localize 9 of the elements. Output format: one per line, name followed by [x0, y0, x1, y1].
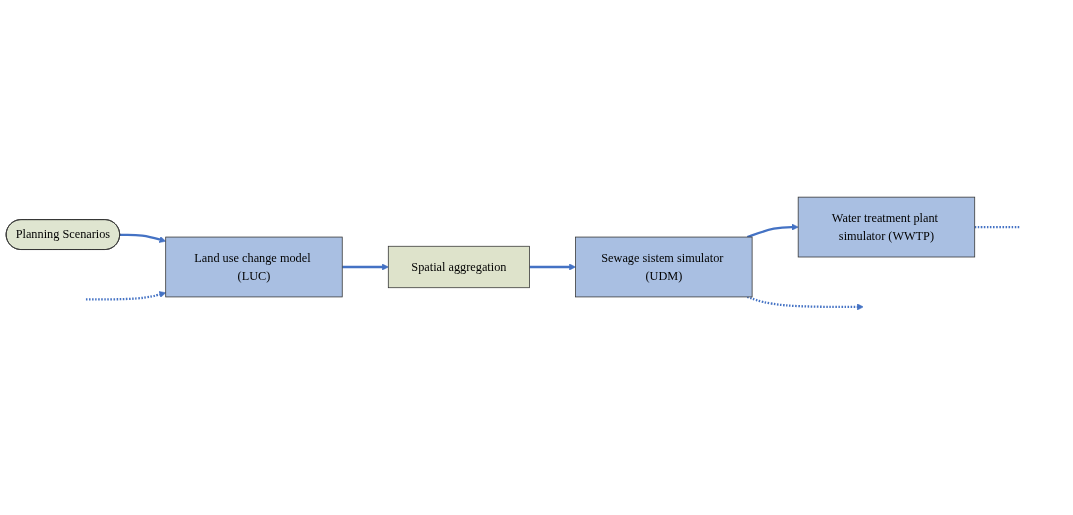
arrow	[529, 263, 576, 271]
connector	[974, 225, 1021, 228]
arrow	[85, 290, 166, 301]
node-box: Water treatment plant simulator (WWTP)	[797, 196, 976, 258]
arrow	[120, 233, 166, 243]
arrow	[342, 263, 389, 271]
node-box: Spatial aggregation	[387, 245, 530, 288]
node-box: Land use change model (LUC)	[165, 236, 343, 298]
node-box: Sewage sistem simulator (UDM)	[575, 236, 753, 298]
